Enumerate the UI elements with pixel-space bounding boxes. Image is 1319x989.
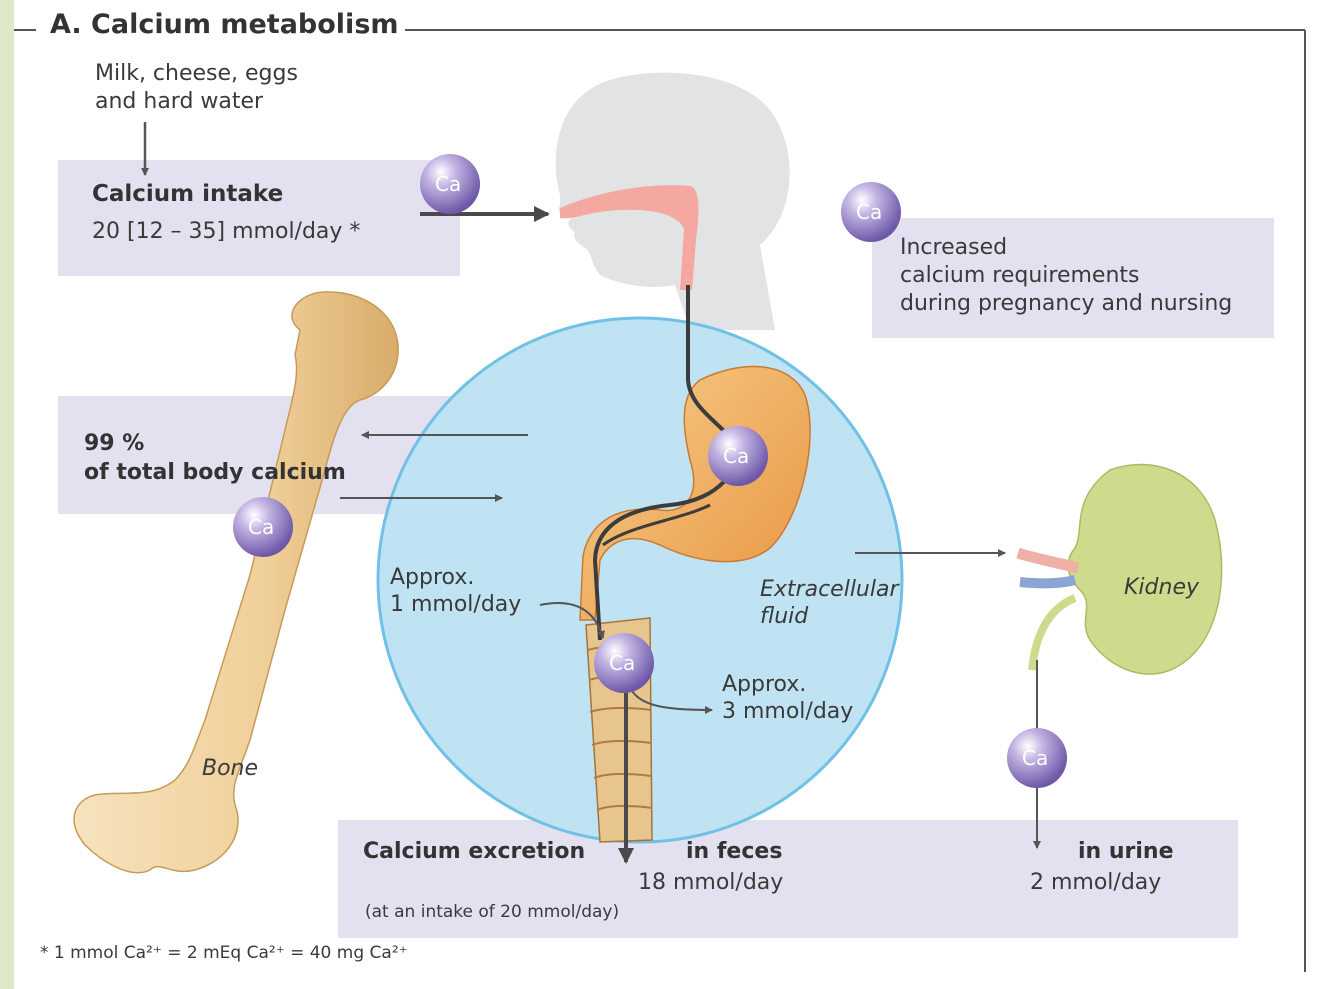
pregnancy-line-3: during pregnancy and nursing [900, 292, 1232, 317]
absorption-line-1: Approx. [390, 566, 474, 591]
urine-value: 2 mmol/day [1030, 871, 1161, 896]
bone-name: Bone [202, 757, 258, 782]
secretion-line-2: 3 mmol/day [722, 700, 853, 725]
urine-label: in urine [1078, 840, 1174, 865]
ca-label-bone: Ca [248, 515, 274, 539]
ecf-line-2: fluid [760, 605, 808, 630]
absorption-line-2: 1 mmol/day [390, 593, 521, 618]
intake-panel [58, 160, 460, 276]
bone-shape [74, 292, 398, 873]
ca-label-intestine: Ca [609, 651, 635, 675]
ca-label-stomach: Ca [723, 444, 749, 468]
intake-heading: Calcium intake [92, 182, 283, 208]
feces-value: 18 mmol/day [638, 871, 783, 896]
ca-label-pregnancy: Ca [856, 200, 882, 224]
footnote: * 1 mmol Ca²⁺ = 2 mEq Ca²⁺ = 40 mg Ca²⁺ [40, 944, 408, 963]
excretion-heading: Calcium excretion [363, 840, 585, 865]
bone-percent: 99 % [84, 432, 144, 457]
pregnancy-line-1: Increased [900, 236, 1007, 261]
kidney-label: Kidney [1124, 576, 1199, 601]
secretion-line-1: Approx. [722, 673, 806, 698]
ca-label-intake: Ca [435, 172, 461, 196]
diagram-title: A. Calcium metabolism [46, 10, 403, 40]
pregnancy-line-2: calcium requirements [900, 264, 1139, 289]
kidney-shape [1068, 464, 1222, 674]
intake-value: 20 [12 – 35] mmol/day * [92, 220, 360, 245]
food-sources-line-1: Milk, cheese, eggs [95, 62, 298, 87]
ca-label-kidney: Ca [1022, 746, 1048, 770]
ecf-line-1: Extracellular [760, 578, 899, 603]
bone-calcium-label: of total body calcium [84, 461, 346, 486]
excretion-note: (at an intake of 20 mmol/day) [365, 903, 619, 922]
ureter [1032, 598, 1075, 670]
feces-label: in feces [686, 840, 782, 865]
food-sources-line-2: and hard water [95, 90, 263, 115]
